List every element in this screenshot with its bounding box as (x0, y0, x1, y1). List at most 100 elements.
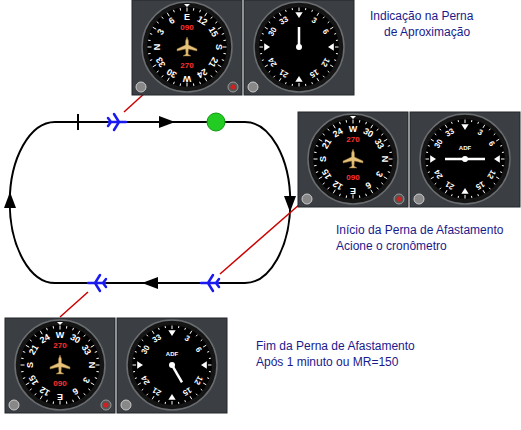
adf-tick (465, 195, 466, 199)
compass-tick (323, 183, 325, 185)
compass-card-mark: E (350, 185, 356, 194)
adf-tick (138, 345, 141, 347)
adf-tick (445, 125, 447, 128)
annotation-text: Após 1 minuto ou MR=150 (256, 356, 398, 368)
compass-tick (371, 125, 373, 128)
cardinal-triangle (168, 330, 175, 336)
adf-tick (501, 159, 505, 160)
adf-scale-number: 6 (486, 140, 495, 148)
compass-tick (333, 190, 335, 193)
adf-tick (262, 33, 264, 35)
adf-tick (196, 335, 197, 337)
compass-tick (389, 152, 391, 153)
adf-tick (323, 17, 324, 19)
dial-face (425, 119, 505, 199)
compass-card-mark: 15 (320, 168, 333, 181)
adf-tick (292, 8, 293, 10)
compass-card-mark: E (184, 12, 190, 21)
adf-tick (496, 177, 499, 179)
adf-tick (440, 188, 441, 190)
adf-tick (440, 129, 441, 131)
compass-tick (314, 165, 316, 166)
cardinal-triangle (201, 361, 207, 368)
direction-arrow (142, 277, 158, 289)
adf-tick (178, 326, 179, 328)
annotation-text: Acione o cronômetro (336, 240, 447, 252)
compass-tick (353, 195, 354, 199)
compass-tick (40, 331, 42, 334)
course-readout: 090 (346, 174, 359, 182)
adf-tick (328, 22, 330, 23)
adf-tick (494, 134, 496, 135)
adf-scale-number: 15 (308, 67, 320, 78)
adf-tick (435, 183, 437, 184)
adf-tick (317, 78, 319, 81)
compass-tick (173, 82, 175, 84)
compass-tick (353, 120, 354, 124)
knob-mark (397, 197, 402, 202)
dial-face (147, 7, 227, 87)
compass-tick (223, 53, 225, 54)
adf-tick (133, 358, 135, 359)
adf-tick (502, 152, 504, 153)
compass-tick (319, 177, 322, 179)
knob (228, 82, 238, 92)
compass-tick (46, 328, 48, 330)
compass-tick (211, 17, 213, 19)
compass-tick (173, 10, 175, 12)
adf-instrument (117, 318, 227, 413)
adf-tick (451, 122, 453, 124)
adf-tick (172, 326, 173, 330)
instrument-case (244, 0, 354, 95)
compass-tick (167, 78, 169, 81)
compass-tick (72, 400, 74, 402)
compass-card-mark: 24 (196, 67, 209, 80)
compass-card-mark: S (318, 156, 327, 162)
adf-scale-number: 15 (474, 179, 486, 190)
adf-scale-number: 30 (140, 344, 151, 356)
compass-card-mark: 24 (38, 332, 51, 345)
compass-card-mark: 33 (80, 343, 93, 356)
adf-scale-number: 3 (310, 16, 318, 25)
compass-card-mark: E (57, 391, 63, 400)
instrument-name: ADF (459, 145, 471, 151)
instrument-case (298, 112, 408, 207)
compass-card-mark: 3 (155, 27, 165, 36)
adf-scale-number: 12 (485, 168, 496, 180)
adf-tick (285, 82, 287, 84)
compass-tick (187, 83, 188, 87)
compass-tick (78, 331, 80, 334)
compass-tick (205, 78, 207, 81)
compass-card-mark: 21 (320, 137, 333, 150)
compass-card-mark: 30 (69, 332, 82, 345)
compass-tick (384, 177, 387, 179)
compass-tick (88, 389, 90, 391)
compass-tick (148, 47, 152, 48)
aircraft-icon (108, 114, 126, 130)
bezel (254, 2, 344, 92)
compass-tick (389, 159, 393, 160)
adf-tick (305, 84, 306, 86)
adf-tick (190, 331, 192, 334)
adf-tick (203, 345, 206, 347)
instrument-case (117, 318, 227, 413)
compass-card-mark: 21 (207, 56, 220, 69)
leader-line (60, 292, 88, 317)
adf-tick (152, 396, 154, 399)
compass-card-mark: 33 (373, 137, 386, 150)
adf-tick (489, 188, 490, 190)
adf-tick (184, 400, 186, 402)
adf-tick (135, 377, 137, 379)
compass-card-mark: N (86, 362, 95, 369)
compass-tick (91, 383, 94, 385)
hsi-aircraft (177, 37, 197, 56)
compass-tick (323, 134, 325, 136)
compass-card-mark: 3 (81, 376, 91, 385)
compass-card-mark: 15 (27, 374, 40, 387)
bezel (127, 320, 217, 410)
compass-tick (346, 120, 347, 122)
hsi-aircraft (50, 355, 70, 374)
adf-scale-number: 3 (183, 334, 191, 343)
compass-card-mark: N (152, 44, 161, 51)
